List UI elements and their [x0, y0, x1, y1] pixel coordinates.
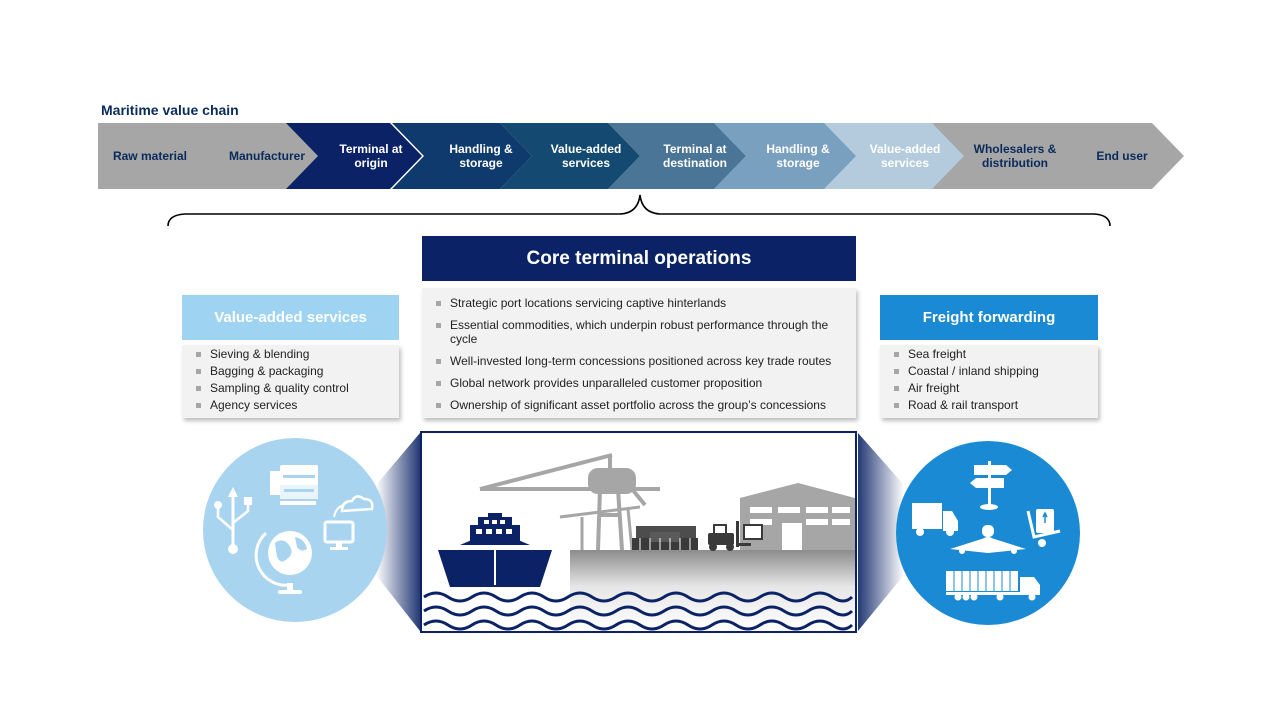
- core-terminal-box: Strategic port locations servicing capti…: [422, 288, 856, 418]
- value-added-services-circle: [203, 438, 387, 622]
- computer-cloud-icon: [323, 495, 374, 550]
- chain-step-5: [608, 123, 746, 189]
- vas-bullet: Bagging & packaging: [194, 364, 391, 378]
- vas-bullet-list: Sieving & blending Bagging & packaging S…: [182, 345, 399, 412]
- right-connector: [858, 433, 904, 631]
- chain-step-8: [930, 123, 1100, 189]
- value-chain-title: Maritime value chain: [101, 102, 239, 118]
- hand-truck-icon: [1026, 509, 1061, 547]
- freight-forwarding-title: Freight forwarding: [880, 295, 1098, 340]
- truck-icon: [912, 503, 958, 536]
- chain-step-2: [286, 123, 422, 189]
- freight-forwarding-box: Sea freight Coastal / inland shipping Ai…: [880, 345, 1098, 418]
- core-bullet: Well-invested long-term concessions posi…: [434, 354, 832, 368]
- ff-bullet: Coastal / inland shipping: [892, 364, 1090, 378]
- chain-step-raw-material: [98, 123, 320, 189]
- brace: [167, 194, 1111, 227]
- ff-bullet: Road & rail transport: [892, 398, 1090, 412]
- crane-icon: [479, 453, 660, 551]
- core-bullet: Global network provides unparalleled cus…: [434, 376, 832, 390]
- waves-icon: [423, 591, 854, 631]
- core-terminal-title: Core terminal operations: [422, 236, 856, 281]
- printer-icon: [270, 465, 318, 505]
- chain-step-label: Terminal at origin: [339, 142, 403, 170]
- left-connector: [376, 433, 420, 631]
- ff-bullet: Air freight: [892, 381, 1090, 395]
- core-bullet: Strategic port locations servicing capti…: [434, 296, 832, 310]
- warehouse-icon: [740, 483, 855, 550]
- chain-step-label: Value-added services: [869, 142, 941, 170]
- chain-step-6: [714, 123, 856, 189]
- core-bullet: Ownership of significant asset portfolio…: [434, 398, 832, 412]
- ff-bullet-list: Sea freight Coastal / inland shipping Ai…: [880, 345, 1098, 412]
- chain-step-label: Raw material: [112, 149, 188, 163]
- value-added-services-box: Sieving & blending Bagging & packaging S…: [182, 345, 399, 418]
- chain-step-7: [822, 123, 964, 189]
- value-chain-arrows: [98, 123, 1184, 189]
- chain-step-4: [500, 123, 640, 189]
- core-bullet: Essential commodities, which underpin ro…: [434, 318, 832, 346]
- terminal-illustration: [203, 431, 1080, 633]
- chain-step-label: Manufacturer: [228, 149, 305, 163]
- vas-bullet: Sampling & quality control: [194, 381, 391, 395]
- vas-bullet: Sieving & blending: [194, 347, 391, 361]
- vas-bullet: Agency services: [194, 398, 391, 412]
- ship-icon: [438, 513, 552, 587]
- terminal-scene: [420, 431, 857, 633]
- chain-step-label: Handling & storage: [766, 142, 830, 170]
- core-bullet-list: Strategic port locations servicing capti…: [422, 288, 856, 412]
- container-truck-icon: [946, 571, 1040, 601]
- signpost-icon: [970, 461, 1012, 510]
- forklift-icon: [708, 521, 763, 551]
- chain-step-3: [392, 123, 532, 189]
- usb-icon: [214, 487, 252, 554]
- chain-step-label: Handling & storage: [449, 142, 513, 170]
- chain-step-label: End user: [1096, 149, 1148, 163]
- chain-step-label: Value-added services: [550, 142, 622, 170]
- airplane-icon: [950, 525, 1026, 554]
- chain-step-label: Terminal at destination: [662, 142, 727, 170]
- freight-forwarding-circle: [896, 441, 1080, 625]
- chain-step-label: Wholesalers & distribution: [973, 142, 1057, 170]
- globe-icon: [254, 531, 312, 594]
- containers-icon: [632, 526, 698, 550]
- ff-bullet: Sea freight: [892, 347, 1090, 361]
- value-added-services-title: Value-added services: [182, 295, 399, 340]
